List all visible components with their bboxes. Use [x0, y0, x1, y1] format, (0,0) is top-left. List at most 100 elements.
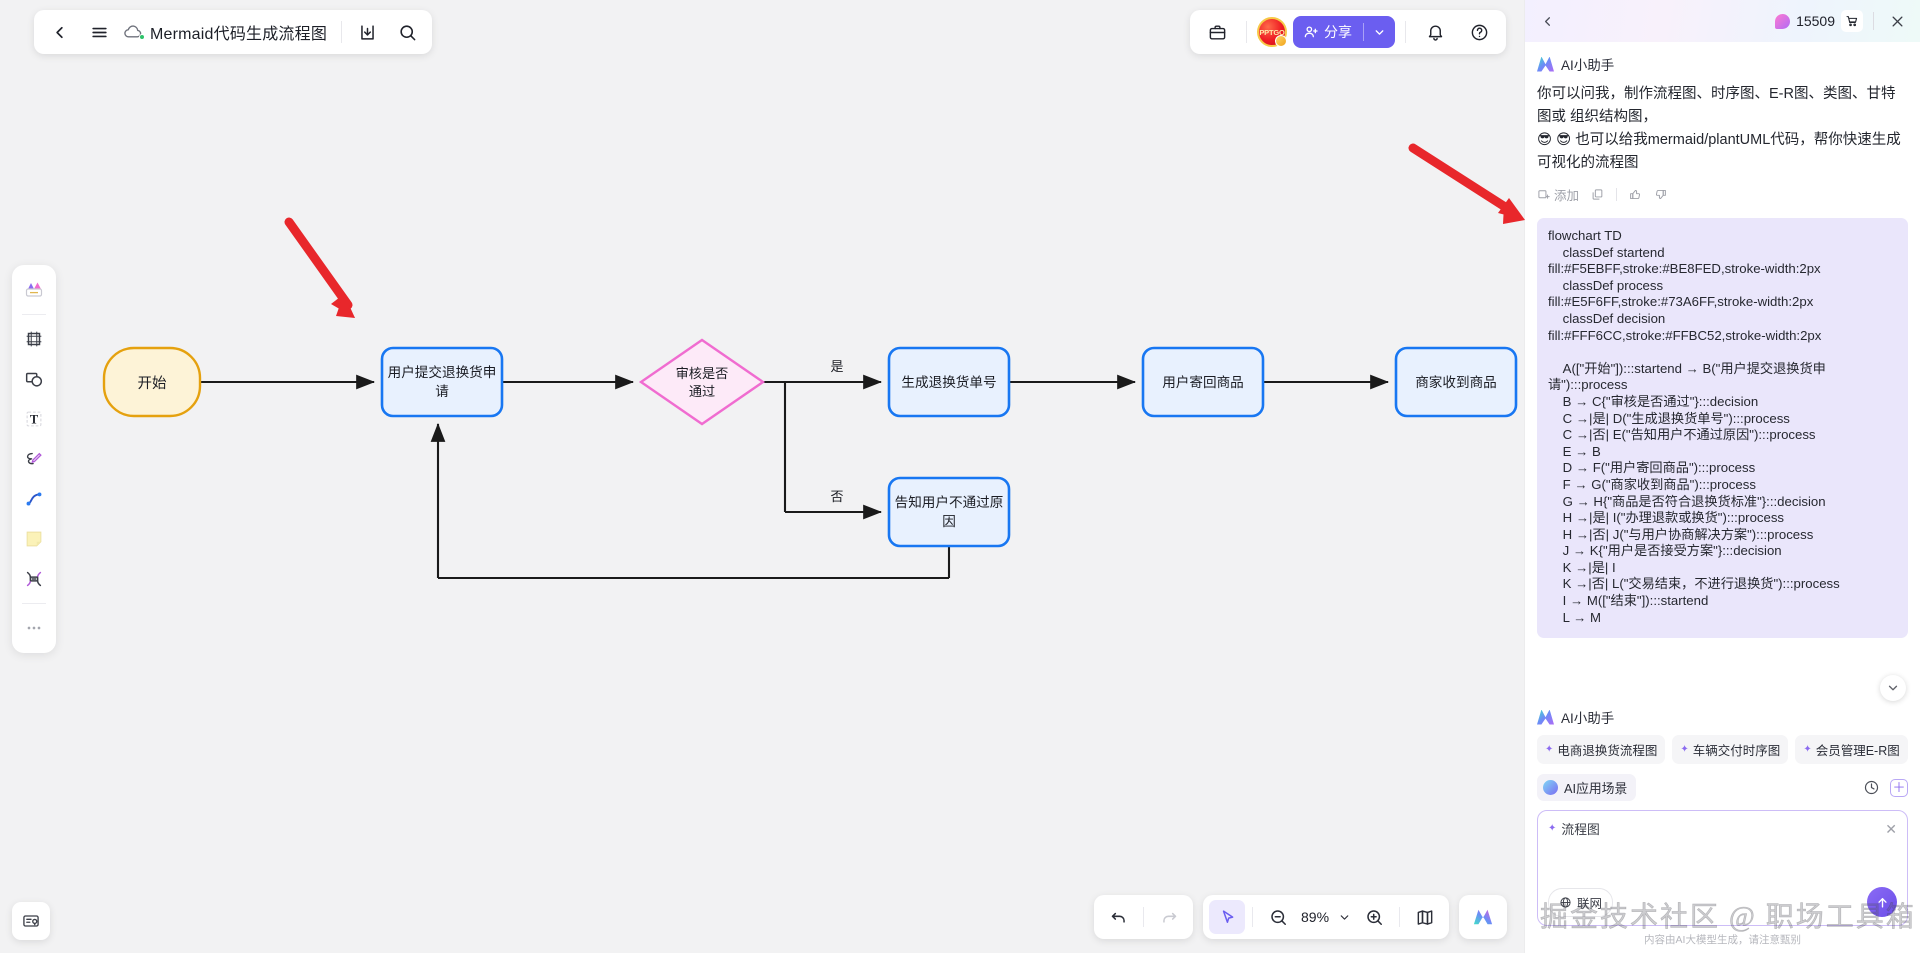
- history-button[interactable]: [1863, 779, 1880, 796]
- scroll-to-bottom-button[interactable]: [1880, 675, 1906, 701]
- ai-scene-button[interactable]: AI应用场景: [1537, 774, 1637, 801]
- workspace-button[interactable]: [1198, 13, 1236, 51]
- node-label: 开始: [138, 375, 167, 392]
- thumbs-up-button[interactable]: [1629, 188, 1642, 201]
- select-tool-button[interactable]: [1209, 900, 1245, 934]
- web-search-toggle[interactable]: 联网: [1548, 887, 1614, 917]
- send-message-button[interactable]: [1867, 887, 1897, 917]
- suggestion-chip-member-er[interactable]: ✦ 会员管理E-R图: [1795, 735, 1908, 764]
- sidebar-item-pen[interactable]: [16, 440, 52, 478]
- credits-display[interactable]: 15509: [1775, 10, 1863, 32]
- flow-node-generate-order[interactable]: 生成退换货单号: [887, 346, 1011, 418]
- panel-close-button[interactable]: [1884, 8, 1910, 34]
- suggestion-chip-return-flow[interactable]: ✦ 电商退换货流程图: [1537, 735, 1666, 764]
- sidebar-item-connector[interactable]: [16, 480, 52, 518]
- tips-button[interactable]: [12, 902, 50, 940]
- sparkle-icon: ✦: [1803, 744, 1812, 755]
- flowchart-diagram[interactable]: 开始 用户提交退换货申 请 审核是否 通过 生成退换货单号: [0, 0, 1524, 953]
- zoom-out-button[interactable]: [1260, 900, 1296, 934]
- chevron-down-icon: [1888, 685, 1898, 691]
- menu-button[interactable]: [80, 13, 118, 51]
- ai-assistant-icon: [1537, 709, 1554, 725]
- flow-edge-labels: 是 否: [830, 359, 843, 504]
- back-button[interactable]: [40, 13, 78, 51]
- flow-node-submit-request[interactable]: 用户提交退换货申 请: [380, 346, 504, 418]
- clear-mode-tag-button[interactable]: ✕: [1885, 820, 1897, 837]
- sidebar-item-shapes[interactable]: [16, 360, 52, 398]
- frame-icon: [26, 331, 42, 347]
- document-title[interactable]: Mermaid代码生成流程图: [150, 26, 328, 43]
- send-arrow-icon: [1877, 897, 1887, 908]
- pptgo-logo[interactable]: PPTGO: [1257, 17, 1287, 47]
- credits-value: 15509: [1796, 13, 1835, 29]
- node-label-line: 因: [942, 514, 956, 529]
- clock-history-icon: [1864, 780, 1879, 795]
- message-composer[interactable]: ✦ 流程图 ✕ 联网: [1537, 810, 1908, 926]
- help-circle-icon: [1471, 24, 1487, 40]
- undo-button[interactable]: [1100, 900, 1136, 934]
- share-divider: [1363, 23, 1364, 41]
- ai-conversation-body[interactable]: AI小助手 你可以问我，制作流程图、时序图、E-R图、类图、甘特图或 组织结构图…: [1525, 42, 1920, 707]
- flow-node-notify-reason[interactable]: 告知用户不通过原 因: [887, 476, 1011, 548]
- flow-nodes[interactable]: 开始 用户提交退换货申 请 审核是否 通过 生成退换货单号: [102, 338, 1518, 548]
- left-tool-dock: T: [12, 265, 56, 653]
- notifications-button[interactable]: [1416, 13, 1454, 51]
- toolbar-divider: [1405, 21, 1406, 43]
- composer-tag-label: 流程图: [1561, 822, 1600, 837]
- shopping-cart-icon: [1846, 16, 1858, 27]
- flow-node-user-ship-back[interactable]: 用户寄回商品: [1141, 346, 1265, 418]
- ai-assistant-button[interactable]: [1465, 900, 1501, 934]
- sidebar-item-templates[interactable]: [16, 271, 52, 309]
- cloud-sync-status: [120, 21, 146, 43]
- search-icon: [399, 24, 415, 40]
- share-dropdown-button[interactable]: [1364, 16, 1395, 48]
- canvas-top-left-toolbar: Mermaid代码生成流程图: [34, 10, 433, 54]
- thumbs-up-icon: [1630, 189, 1641, 200]
- minimap-book-icon: [1417, 910, 1433, 925]
- canvas-bottom-toolbar: 89%: [1094, 895, 1508, 939]
- sidebar-item-mindmap[interactable]: [16, 560, 52, 598]
- toolbar-divider: [1143, 907, 1144, 927]
- ai-pill: [1459, 895, 1508, 939]
- download-button[interactable]: [348, 13, 386, 51]
- scene-label: AI应用场景: [1564, 781, 1628, 796]
- panel-back-button[interactable]: [1535, 7, 1559, 35]
- scene-left: AI应用场景: [1537, 774, 1637, 801]
- zoom-in-button[interactable]: [1356, 900, 1392, 934]
- suggestion-chips: ✦ 电商退换货流程图 ✦ 车辆交付时序图 ✦ 会员管理E-R图: [1537, 735, 1908, 764]
- scene-selector-row: AI应用场景 ＋: [1537, 774, 1908, 801]
- flow-node-review-decision[interactable]: 审核是否 通过: [638, 338, 766, 426]
- ai-assistant-panel: 15509 AI小助手 你可以问我，制作流程图、时序图、E-R图、类图、甘特图或…: [1408, 0, 1920, 953]
- help-button[interactable]: [1460, 13, 1498, 51]
- mermaid-code-block[interactable]: flowchart TD classDef startend fill:#F5E…: [1537, 218, 1908, 639]
- chevron-down-icon: [1340, 914, 1348, 920]
- copy-button[interactable]: [1591, 188, 1604, 201]
- thumbs-down-button[interactable]: [1654, 188, 1667, 201]
- flow-edges: [200, 374, 1390, 580]
- minimap-button[interactable]: [1407, 900, 1443, 934]
- node-label-line: 请: [435, 384, 449, 399]
- sidebar-item-more[interactable]: [16, 609, 52, 647]
- sticky-note-icon: [26, 531, 42, 547]
- flow-node-start[interactable]: 开始: [102, 346, 202, 418]
- buy-credits-button[interactable]: [1841, 10, 1863, 32]
- ai-disclaimer: 内容由AI大模型生成，请注意甄别: [1644, 934, 1801, 946]
- add-to-canvas-button[interactable]: 添加: [1537, 185, 1579, 204]
- sidebar-item-frame[interactable]: [16, 320, 52, 358]
- suggestion-chip-vehicle-sequence[interactable]: ✦ 车辆交付时序图: [1672, 735, 1789, 764]
- redo-button[interactable]: [1151, 900, 1187, 934]
- composer-mode-tag[interactable]: ✦ 流程图: [1548, 819, 1600, 838]
- zoom-dropdown-button[interactable]: [1334, 900, 1354, 934]
- sidebar-item-text[interactable]: T: [16, 400, 52, 438]
- search-button[interactable]: [388, 13, 426, 51]
- whiteboard-canvas[interactable]: 开始 用户提交退换货申 请 审核是否 通过 生成退换货单号: [0, 0, 1524, 953]
- sidebar-item-sticky-note[interactable]: [16, 520, 52, 558]
- zoom-level[interactable]: 89%: [1301, 909, 1330, 925]
- share-button[interactable]: 分享: [1293, 16, 1395, 48]
- new-chat-button[interactable]: ＋: [1890, 778, 1908, 797]
- undo-arrow-icon: [1111, 912, 1125, 923]
- footer-assistant-name: AI小助手: [1561, 711, 1615, 726]
- share-main[interactable]: 分享: [1293, 16, 1363, 48]
- flow-node-merchant-received[interactable]: 商家收到商品: [1394, 346, 1518, 418]
